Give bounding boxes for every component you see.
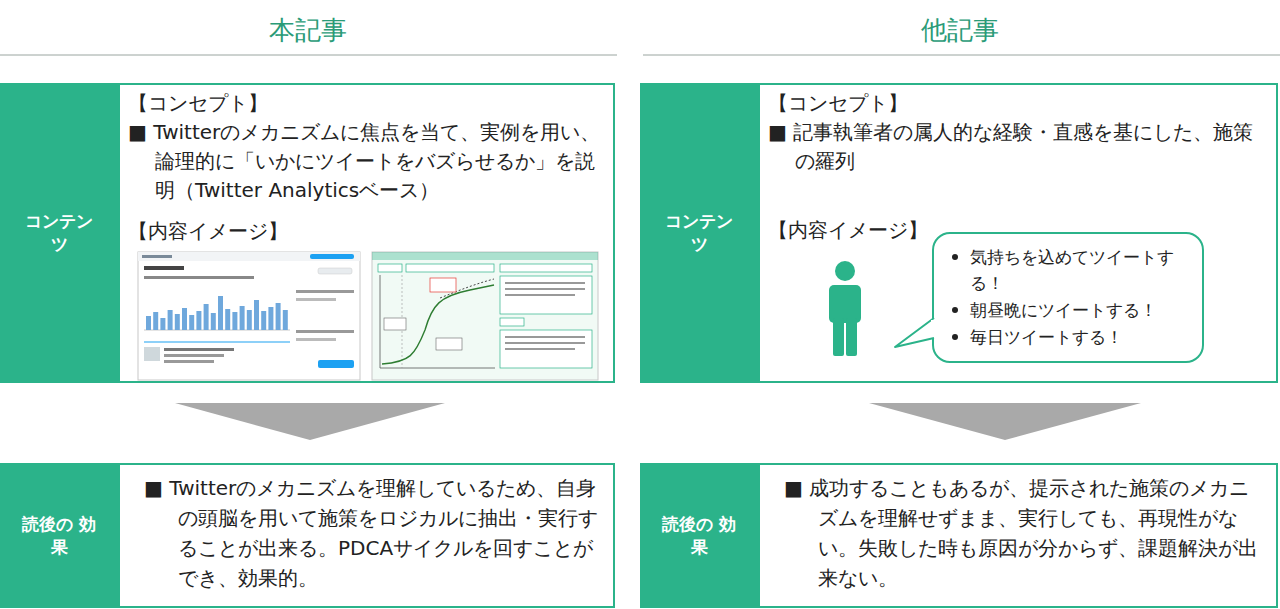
chart-bar [240,306,245,330]
chart-bar [268,307,273,330]
effect-panel: ■ 成功することもあるが、提示された施策のメカニズムを理解せずまま、実行しても、… [758,463,1278,608]
category-cell: 読後の 効果 [0,463,118,608]
category-cell: コンテンツ [0,83,118,383]
chart-bar [225,309,230,330]
chart-bar [146,316,151,330]
panel-text: 【内容イメージ】 [128,217,603,246]
chart-bar [261,311,266,330]
impression-chart [372,252,598,380]
block-arrow [175,403,445,440]
category-cell: 読後の 効果 [640,463,758,608]
bubble-item: 気持ちを込めてツイートする！ [950,244,1190,296]
chart-bar [153,312,158,330]
category-label: コンテンツ [658,210,740,256]
chart-bar [218,296,223,330]
chart-bar [232,312,237,330]
panel-text: 【コンセプト】 [128,89,603,118]
bubble-item: 朝昼晩にツイートする！ [950,297,1190,323]
chart-bar [160,318,165,330]
panel-text: ■ Twitterのメカニズムに焦点を当て、実例を用い、論理的に「いかにツイート… [128,118,603,205]
panel-text: ■ Twitterのメカニズムを理解しているため、自身の頭脳を用いて施策をロジカ… [144,473,599,593]
analytics-screenshot [138,252,360,380]
chart-bar [196,311,201,330]
chart-bar [189,315,194,330]
speech-tail-gap [931,320,936,336]
person-icon [829,261,861,356]
category-cell: コンテンツ [640,83,758,383]
speech-tail [895,318,934,347]
chart-bar [283,310,288,330]
chart-bar [211,313,216,330]
bubble-item: 毎日ツイートする！ [950,324,1190,350]
panel-text: ■ 成功することもあるが、提示された施策のメカニズムを理解せずまま、実行しても、… [784,473,1262,593]
column-heading: 他記事 [640,13,1280,47]
content-panel: 【コンセプト】■ 記事執筆者の属人的な経験・直感を基にした、施策の羅列【内容イメ… [758,83,1278,383]
panel-text: 【コンセプト】 [768,89,1266,118]
block-arrow [869,403,1141,440]
header-rule [643,55,1280,56]
chart-bar [168,310,173,330]
chart-bar [182,308,187,330]
chart-bar [204,304,209,330]
content-panel: 【コンセプト】■ Twitterのメカニズムに焦点を当て、実例を用い、論理的に「… [118,83,615,383]
column-heading: 本記事 [0,13,615,47]
chart-bar [276,303,281,330]
speech-bubble: 気持ちを込めてツイートする！朝昼晩にツイートする！毎日ツイートする！ [932,232,1204,363]
chart-bar [254,300,259,330]
header-rule [0,55,617,56]
chart-bar [247,310,252,330]
category-label: コンテンツ [18,210,100,256]
chart-bar [175,314,180,330]
category-label: 読後の 効果 [18,513,100,559]
category-label: 読後の 効果 [658,513,740,559]
panel-text: ■ 記事執筆者の属人的な経験・直感を基にした、施策の羅列 [768,118,1266,176]
effect-panel: ■ Twitterのメカニズムを理解しているため、自身の頭脳を用いて施策をロジカ… [118,463,615,608]
